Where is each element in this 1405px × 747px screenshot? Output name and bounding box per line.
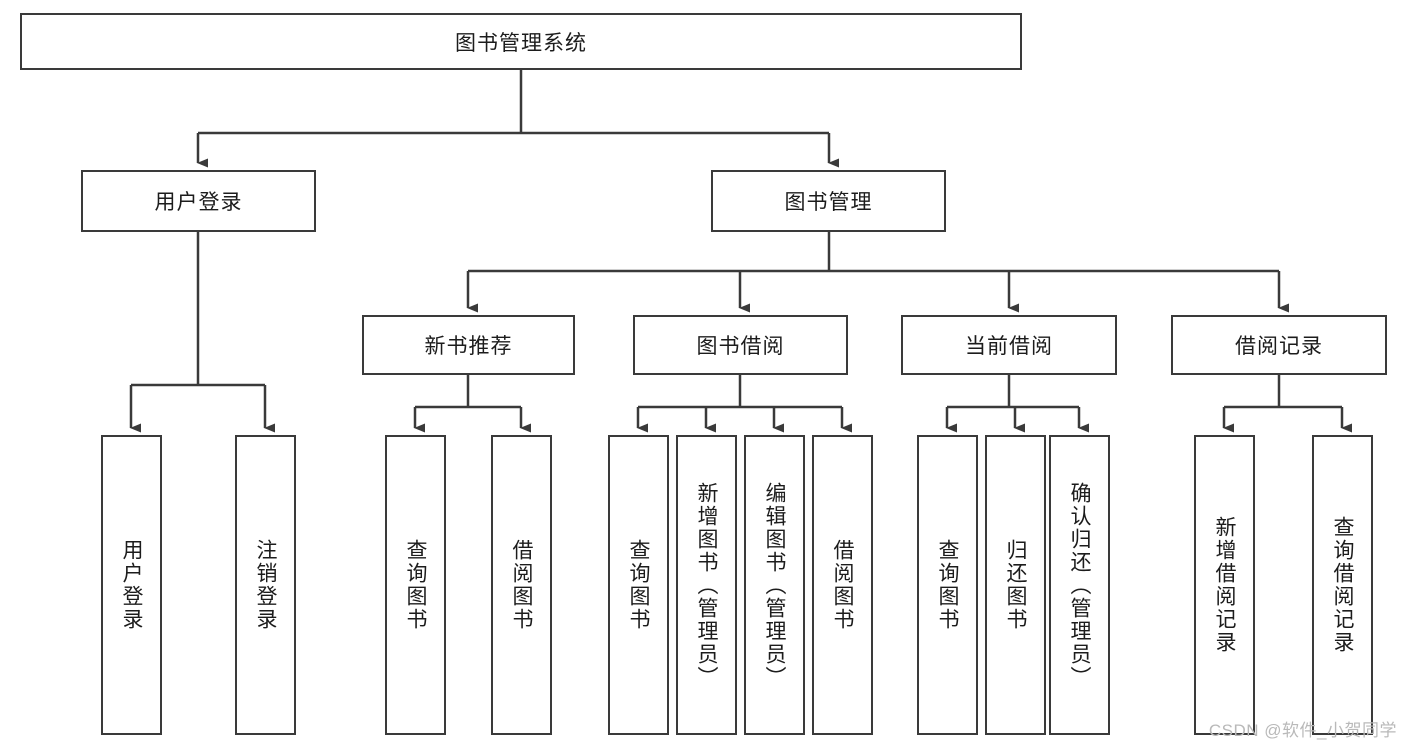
watermark-text: CSDN @软件_小贺同学: [1208, 721, 1397, 740]
node-leaf-logout-login-label: 注销登录: [254, 539, 277, 631]
node-leaf-edit-book[interactable]: 编辑图书（管理员）: [744, 435, 805, 735]
node-leaf-confirm-return[interactable]: 确认归还（管理员）: [1049, 435, 1110, 735]
node-leaf-edit-book-label: 编辑图书（管理员）: [763, 481, 786, 689]
node-leaf-user-login-label: 用户登录: [120, 539, 143, 631]
node-leaf-query-book-1[interactable]: 查询图书: [385, 435, 446, 735]
node-leaf-confirm-return-label: 确认归还（管理员）: [1068, 481, 1091, 689]
node-user-login[interactable]: 用户登录: [81, 170, 316, 232]
node-leaf-query-record-label: 查询借阅记录: [1331, 516, 1354, 654]
node-leaf-add-record-label: 新增借阅记录: [1213, 516, 1236, 654]
node-leaf-return-book-label: 归还图书: [1004, 539, 1027, 631]
node-leaf-return-book[interactable]: 归还图书: [985, 435, 1046, 735]
node-book-manage[interactable]: 图书管理: [711, 170, 946, 232]
node-leaf-user-login[interactable]: 用户登录: [101, 435, 162, 735]
node-borrow-record[interactable]: 借阅记录: [1171, 315, 1387, 375]
node-book-borrow-label: 图书借阅: [696, 335, 785, 358]
node-leaf-query-book-2[interactable]: 查询图书: [608, 435, 669, 735]
node-leaf-query-book-2-label: 查询图书: [627, 539, 650, 631]
node-leaf-add-book[interactable]: 新增图书（管理员）: [676, 435, 737, 735]
node-leaf-query-book-3[interactable]: 查询图书: [917, 435, 978, 735]
node-book-borrow[interactable]: 图书借阅: [633, 315, 848, 375]
node-root[interactable]: 图书管理系统: [20, 13, 1022, 70]
node-leaf-add-book-label: 新增图书（管理员）: [695, 481, 718, 689]
node-leaf-query-record[interactable]: 查询借阅记录: [1312, 435, 1373, 735]
node-leaf-query-book-3-label: 查询图书: [936, 539, 959, 631]
node-leaf-borrow-book-1[interactable]: 借阅图书: [491, 435, 552, 735]
node-borrow-record-label: 借阅记录: [1235, 335, 1323, 358]
node-user-login-label: 用户登录: [154, 191, 243, 214]
node-new-book-recommend[interactable]: 新书推荐: [362, 315, 575, 375]
node-leaf-borrow-book-1-label: 借阅图书: [510, 539, 533, 631]
node-leaf-logout-login[interactable]: 注销登录: [235, 435, 296, 735]
node-book-manage-label: 图书管理: [784, 191, 873, 214]
node-current-borrow[interactable]: 当前借阅: [901, 315, 1117, 375]
node-new-book-recommend-label: 新书推荐: [424, 335, 513, 358]
node-leaf-borrow-book-2[interactable]: 借阅图书: [812, 435, 873, 735]
node-leaf-query-book-1-label: 查询图书: [404, 539, 427, 631]
node-current-borrow-label: 当前借阅: [965, 335, 1053, 358]
node-leaf-add-record[interactable]: 新增借阅记录: [1194, 435, 1255, 735]
node-root-label: 图书管理系统: [455, 31, 587, 55]
node-leaf-borrow-book-2-label: 借阅图书: [831, 539, 854, 631]
